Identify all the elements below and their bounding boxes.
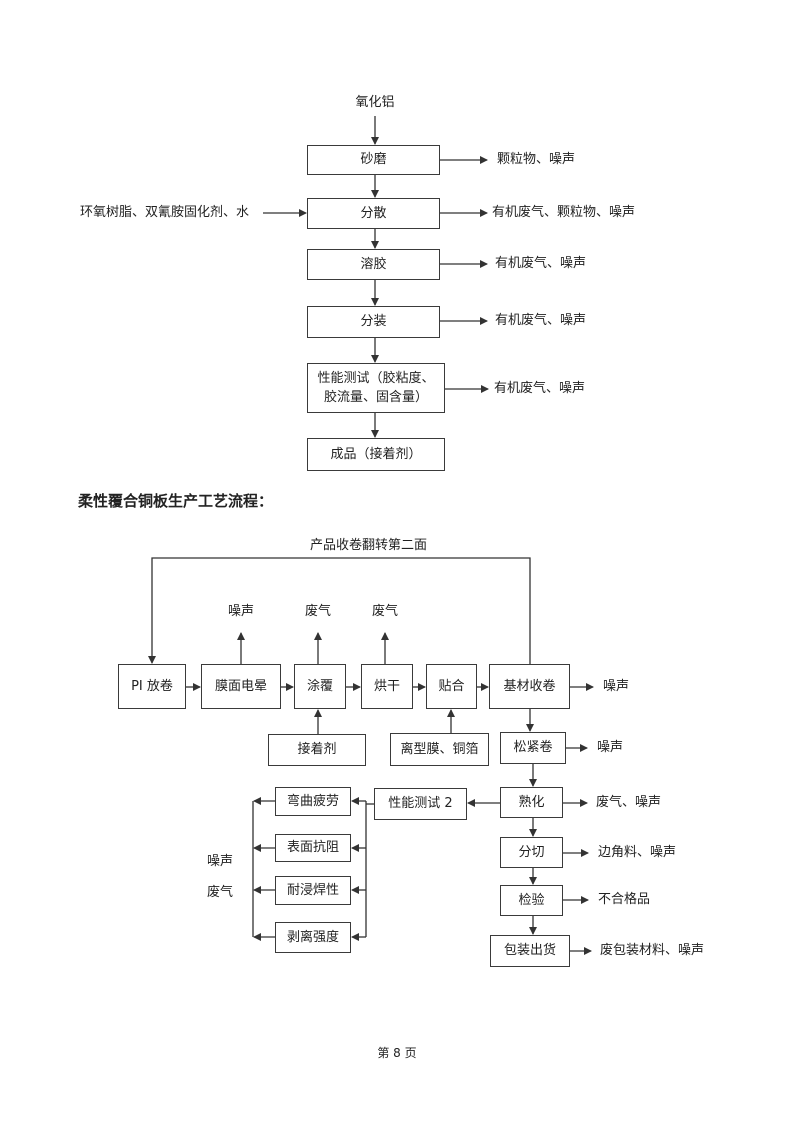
step-sol: 溶胶 xyxy=(307,249,440,280)
input-film-copper: 离型膜、铜箔 xyxy=(390,733,489,766)
loop-arrow xyxy=(148,557,531,664)
step-packing: 分装 xyxy=(307,306,440,338)
step-dispersing: 分散 xyxy=(307,198,440,229)
output-dispersing: 有机废气、颗粒物、噪声 xyxy=(492,205,636,220)
emission-coating: 废气 xyxy=(304,604,331,619)
page-number: 第 8 页 xyxy=(377,1046,417,1060)
step-pi-unwind: PI 放卷 xyxy=(118,664,186,709)
step-inspection: 检验 xyxy=(500,885,563,916)
side-input-label: 环氧树脂、双氰胺固化剂、水 xyxy=(80,205,250,220)
step-performance-test-line-2: 胶流量、固含量） xyxy=(323,390,428,405)
emission-drying: 废气 xyxy=(371,604,398,619)
step-corona: 膜面电晕 xyxy=(201,664,281,709)
output-curing: 废气、噪声 xyxy=(596,795,662,810)
output-sol: 有机废气、噪声 xyxy=(495,256,587,271)
output-packing: 有机废气、噪声 xyxy=(495,313,587,328)
step-coating: 涂覆 xyxy=(294,664,346,709)
section-heading: 柔性覆合铜板生产工艺流程： xyxy=(78,492,274,510)
test-surface-resistance: 表面抗阻 xyxy=(275,834,351,862)
step-laminating: 贴合 xyxy=(426,664,477,709)
output-inspection: 不合格品 xyxy=(598,892,651,907)
test-solder-resistance: 耐浸焊性 xyxy=(275,876,351,905)
input-adhesive: 接着剂 xyxy=(268,734,366,766)
step-slitting: 分切 xyxy=(500,837,563,868)
output-sanding: 颗粒物、噪声 xyxy=(497,152,576,167)
output-packing-shipping: 废包装材料、噪声 xyxy=(600,943,705,958)
emission-rewind: 噪声 xyxy=(603,679,630,694)
output-performance-test: 有机废气、噪声 xyxy=(494,381,586,396)
step-sanding: 砂磨 xyxy=(307,145,440,175)
test-peel-strength: 剥离强度 xyxy=(275,922,351,953)
step-rewind: 基材收卷 xyxy=(489,664,570,709)
emission-corona: 噪声 xyxy=(227,604,254,619)
output-slitting: 边角料、噪声 xyxy=(598,845,677,860)
step-performance-test: 性能测试（胶粘度、 胶流量、固含量） xyxy=(307,363,445,413)
step-performance-test-line-1: 性能测试（胶粘度、 xyxy=(317,370,435,386)
step-drying: 烘干 xyxy=(361,664,413,709)
test-bending-fatigue: 弯曲疲劳 xyxy=(275,787,351,816)
test-emission-gas: 废气 xyxy=(207,885,234,900)
step-tension-roll: 松紧卷 xyxy=(500,732,566,764)
output-tension-roll: 噪声 xyxy=(597,740,624,755)
step-product: 成品（接着剂） xyxy=(307,438,445,471)
test-emission-noise: 噪声 xyxy=(207,854,234,869)
step-packing-shipping: 包装出货 xyxy=(490,935,570,967)
step-curing: 熟化 xyxy=(500,787,563,818)
loop-label: 产品收卷翻转第二面 xyxy=(310,538,428,553)
input-alumina: 氧化铝 xyxy=(355,95,395,110)
step-performance-test-2: 性能测试 2 xyxy=(374,788,467,820)
